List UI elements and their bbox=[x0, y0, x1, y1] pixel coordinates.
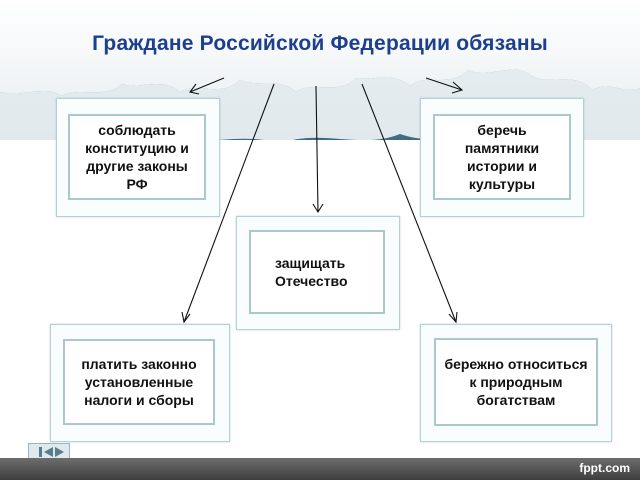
box-protect-nature: бережно относиться к природным богатства… bbox=[434, 338, 598, 426]
nav-bar-icon bbox=[39, 447, 42, 457]
box-defend-fatherland: защищать Отечество bbox=[249, 230, 385, 314]
footer-logo[interactable]: fppt.com bbox=[579, 461, 630, 475]
box-pay-taxes: платить законно установленные налоги и с… bbox=[63, 339, 215, 425]
nav-forward-icon bbox=[55, 447, 64, 457]
diagram-title: Граждане Российской Федерации обязаны bbox=[92, 32, 548, 55]
box-obey-laws: соблюдать конституцию и другие законы РФ bbox=[68, 114, 206, 200]
box-preserve-monuments: беречь памятники истории и культуры bbox=[433, 114, 571, 200]
footer-bar: fppt.com bbox=[0, 458, 640, 480]
nav-back-icon bbox=[44, 447, 53, 457]
